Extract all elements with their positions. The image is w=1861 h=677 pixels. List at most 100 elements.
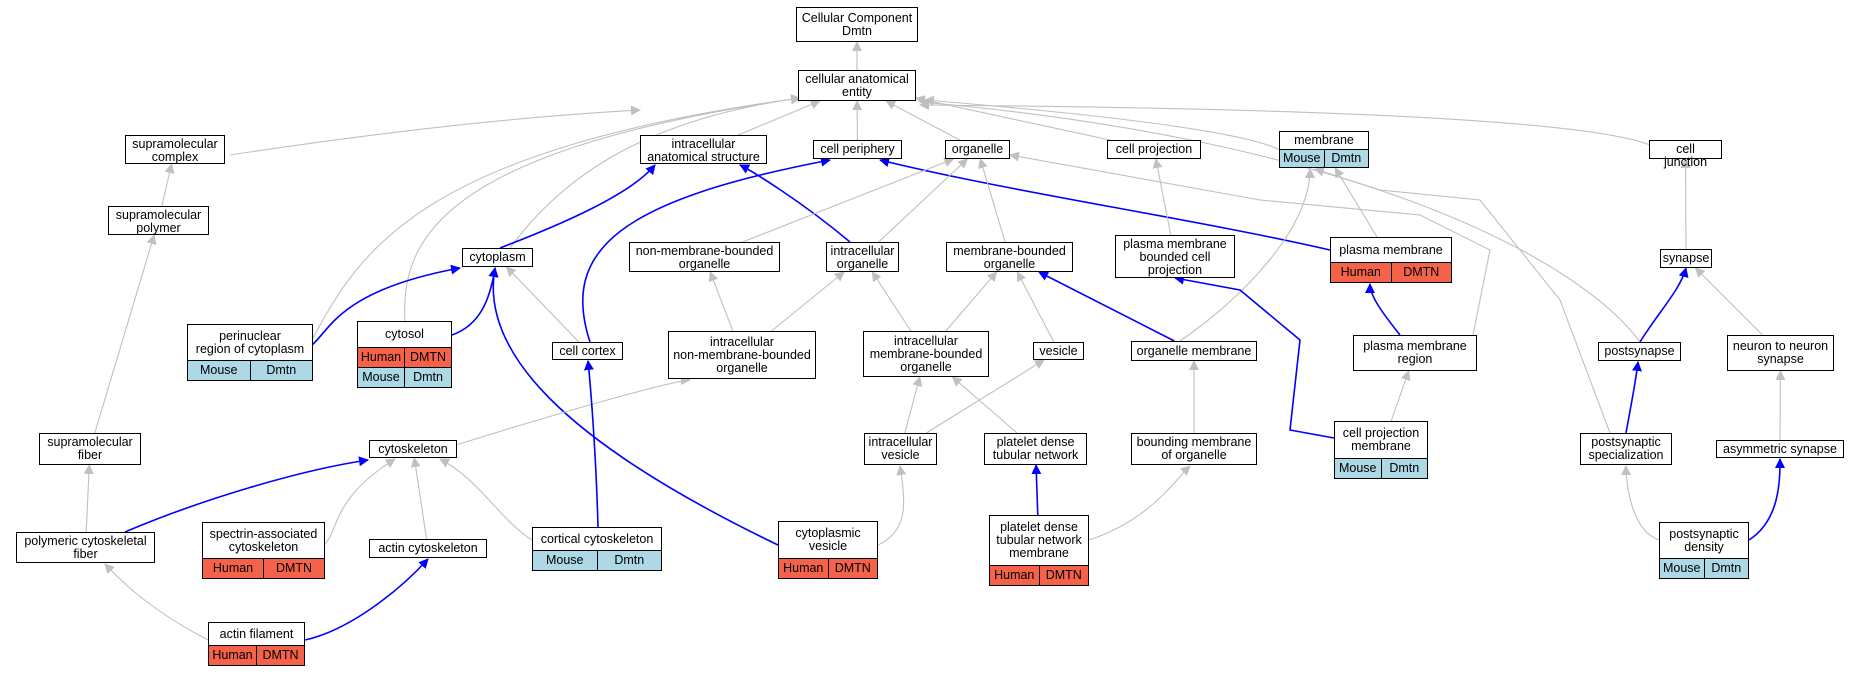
node-nns[interactable]: neuron to neuron synapse bbox=[1727, 335, 1834, 371]
human-tag: DMTN bbox=[263, 559, 324, 578]
node-smc[interactable]: supramolecular complex bbox=[125, 135, 225, 164]
edge-af-to-pcf bbox=[104, 563, 209, 641]
node-acsk[interactable]: actin cytoskeleton bbox=[369, 539, 487, 558]
edge-iv-to-imbo bbox=[904, 376, 923, 434]
node-label: cell projection membrane bbox=[1342, 426, 1420, 453]
node-cper[interactable]: cell periphery bbox=[813, 140, 902, 159]
node-cyto[interactable]: cytoplasm bbox=[462, 248, 533, 267]
edge-pss-to-mem bbox=[1314, 167, 1611, 434]
node-iv[interactable]: intracellular vesicle bbox=[864, 433, 937, 465]
edge-pm-to-cper bbox=[879, 157, 1331, 251]
node-cproj[interactable]: cell projection bbox=[1107, 140, 1201, 159]
node-label: intracellular membrane-bounded organelle bbox=[869, 333, 983, 374]
node-nmbo[interactable]: non-membrane-bounded organelle bbox=[629, 242, 780, 272]
node-cytsk[interactable]: cytoskeleton bbox=[369, 440, 457, 458]
edge-peri-to-cyto bbox=[311, 264, 461, 346]
edge-posts-to-cae bbox=[919, 97, 1641, 343]
node-smf[interactable]: supramolecular fiber bbox=[39, 433, 141, 465]
node-label: cell projection bbox=[1115, 142, 1193, 156]
mouse-tag: Mouse bbox=[358, 368, 404, 387]
node-label: perinuclear region of cytoplasm bbox=[195, 328, 305, 356]
node-imbo[interactable]: intracellular membrane-bounded organelle bbox=[863, 331, 989, 377]
node-root[interactable]: Cellular Component Dmtn bbox=[796, 7, 918, 42]
node-label: organelle bbox=[951, 142, 1004, 156]
node-pmr[interactable]: plasma membrane region bbox=[1353, 335, 1477, 371]
edge-pdtnm-to-pdtn bbox=[1031, 464, 1042, 516]
node-label: supramolecular fiber bbox=[47, 435, 133, 462]
node-mbo[interactable]: membrane-bounded organelle bbox=[946, 242, 1073, 272]
node-bmo[interactable]: bounding membrane of organelle bbox=[1131, 433, 1257, 465]
edge-pmr-to-pm bbox=[1365, 283, 1401, 336]
mouse-tag: Mouse bbox=[188, 361, 250, 380]
node-label: intracellular non-membrane-bounded organ… bbox=[673, 334, 811, 375]
edge-cves-to-cyto bbox=[488, 267, 779, 546]
node-label: cortical cytoskeleton bbox=[540, 531, 654, 546]
node-pmbcp[interactable]: plasma membrane bounded cell projection bbox=[1115, 235, 1235, 278]
edge-af-to-acsk bbox=[304, 558, 429, 641]
node-asyn[interactable]: asymmetric synapse bbox=[1716, 440, 1844, 458]
mouse-tag: Mouse bbox=[533, 551, 597, 570]
node-label: plasma membrane region bbox=[1363, 339, 1467, 366]
node-label: plasma membrane bbox=[1339, 242, 1443, 257]
edge-pdtnm-to-bmo bbox=[1088, 465, 1191, 541]
edge-ccsk-to-ccor bbox=[583, 360, 599, 528]
node-label: synapse bbox=[1662, 251, 1710, 265]
human-tag: Human bbox=[209, 646, 256, 665]
human-tag: DMTN bbox=[256, 646, 304, 665]
node-ves[interactable]: vesicle bbox=[1033, 342, 1084, 360]
node-label: supramolecular polymer bbox=[115, 208, 202, 235]
node-syn[interactable]: synapse bbox=[1660, 249, 1712, 268]
node-label: cellular anatomical entity bbox=[805, 72, 909, 99]
human-tag: DMTN bbox=[404, 348, 451, 367]
node-cj[interactable]: cell junction bbox=[1649, 140, 1722, 169]
node-orgm[interactable]: organelle membrane bbox=[1131, 341, 1257, 361]
edge-io-to-ias bbox=[739, 164, 851, 243]
edge-pcf-to-cytsk bbox=[124, 456, 369, 533]
mouse-tag: Mouse bbox=[1660, 559, 1704, 578]
edge-pm-to-mem bbox=[1334, 167, 1378, 238]
human-tag: Human bbox=[1331, 263, 1391, 282]
node-posts[interactable]: postsynapse bbox=[1598, 342, 1681, 361]
edge-cj-to-cae bbox=[919, 100, 1651, 146]
node-org[interactable]: organelle bbox=[945, 140, 1010, 159]
node-label: polymeric cytoskeletal fiber bbox=[24, 534, 147, 561]
node-smp[interactable]: supramolecular polymer bbox=[108, 206, 209, 235]
node-pdtn[interactable]: platelet dense tubular network bbox=[984, 433, 1087, 465]
node-ias[interactable]: intracellular anatomical structure bbox=[640, 135, 767, 164]
edge-smp-to-smc bbox=[161, 163, 175, 207]
node-label: cytoplasmic vesicle bbox=[795, 526, 861, 553]
edge-ias-to-cae bbox=[738, 99, 821, 136]
node-inmbo[interactable]: intracellular non-membrane-bounded organ… bbox=[668, 331, 816, 379]
mouse-tag: Dmtn bbox=[1380, 459, 1427, 478]
edge-iv-to-ves bbox=[926, 359, 1045, 434]
node-label: postsynaptic specialization bbox=[1588, 435, 1664, 462]
node-label: membrane-bounded organelle bbox=[953, 244, 1066, 271]
node-ccor[interactable]: cell cortex bbox=[552, 342, 623, 360]
node-cae[interactable]: cellular anatomical entity bbox=[798, 70, 916, 101]
node-pss[interactable]: postsynaptic specialization bbox=[1580, 433, 1672, 465]
edge-io-to-org bbox=[878, 158, 969, 243]
mouse-tag: Dmtn bbox=[1323, 150, 1368, 167]
node-pcf[interactable]: polymeric cytoskeletal fiber bbox=[16, 532, 155, 563]
node-io[interactable]: intracellular organelle bbox=[826, 242, 899, 272]
edge-cves-to-iv bbox=[877, 465, 907, 546]
node-label: cell junction bbox=[1663, 142, 1708, 169]
human-tag: Human bbox=[779, 559, 828, 578]
